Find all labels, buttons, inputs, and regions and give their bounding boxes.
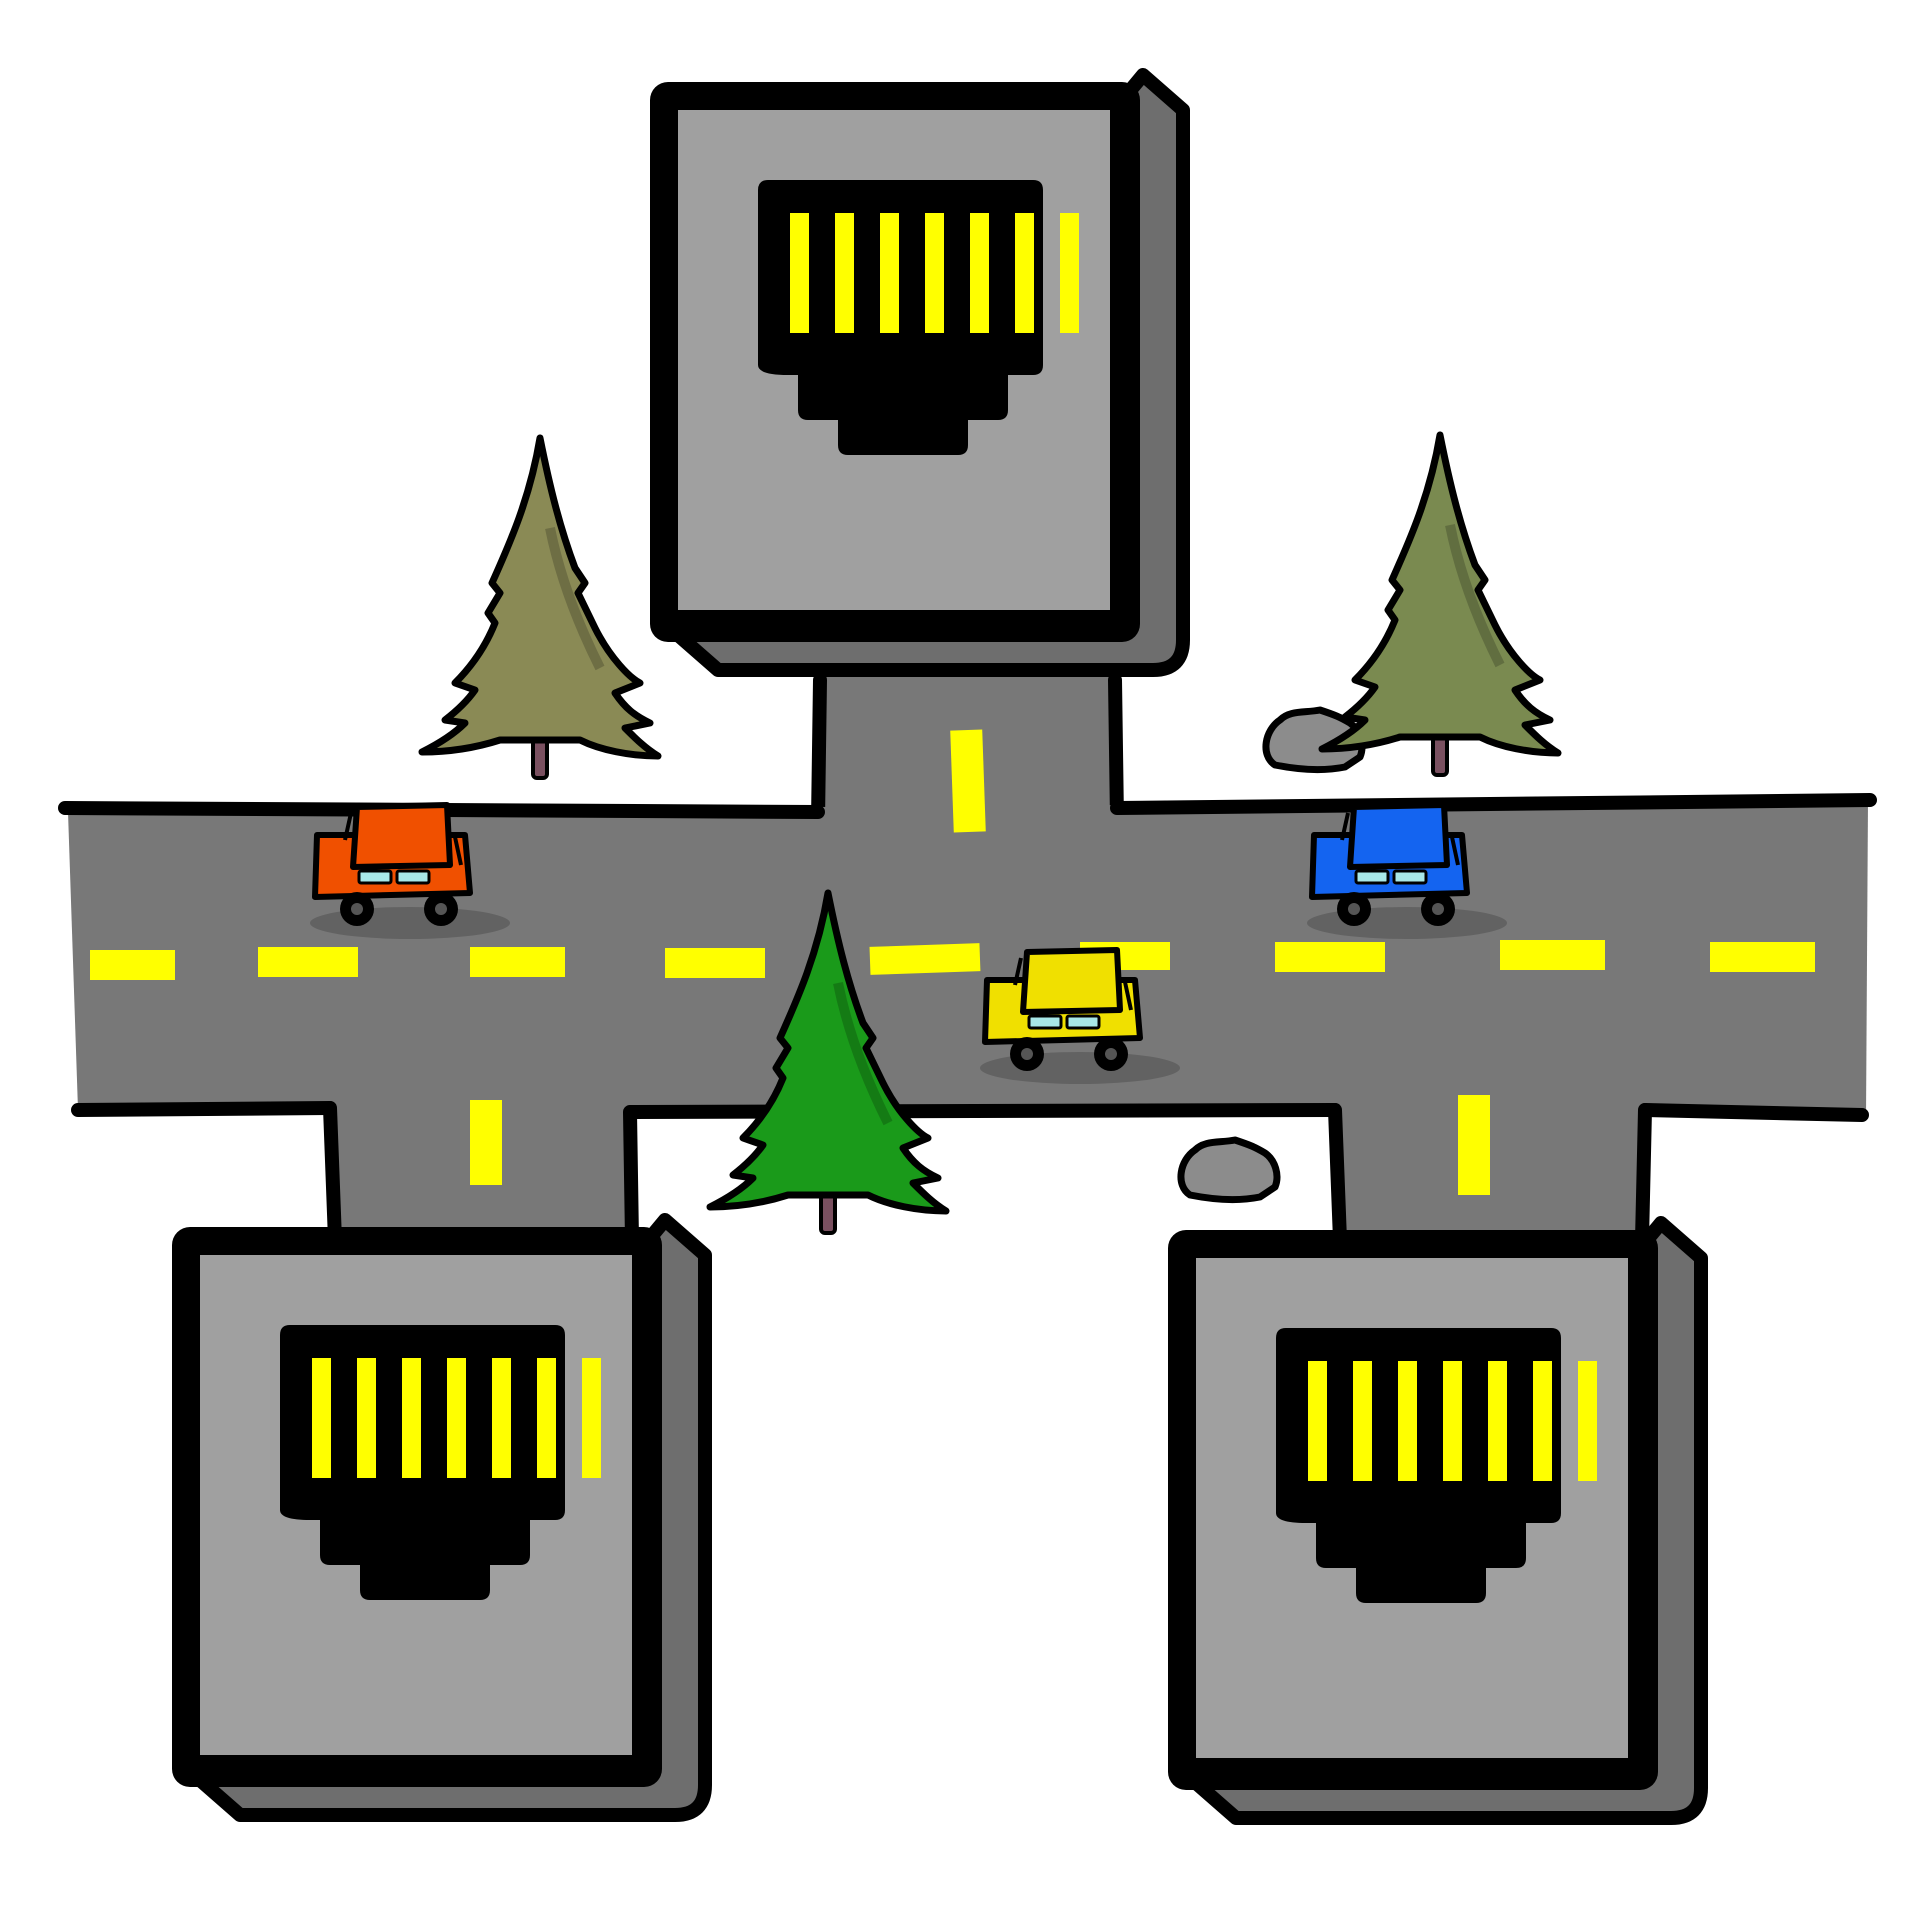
port-bottom-left	[172, 1220, 705, 1815]
port-bottom-right	[1168, 1223, 1701, 1818]
port-top	[650, 75, 1183, 670]
lane-markings	[90, 729, 1815, 1195]
road-network	[58, 660, 1877, 1247]
pine-tree-icon-olive-left	[422, 438, 658, 778]
ethernet-port-icon	[650, 75, 1183, 670]
ethernet-port-icon	[172, 1220, 705, 1815]
pine-tree-icon-olive-right	[1322, 435, 1558, 775]
rock-icon-rock-lower	[1181, 1140, 1277, 1200]
ethernet-port-icon	[1168, 1223, 1701, 1818]
